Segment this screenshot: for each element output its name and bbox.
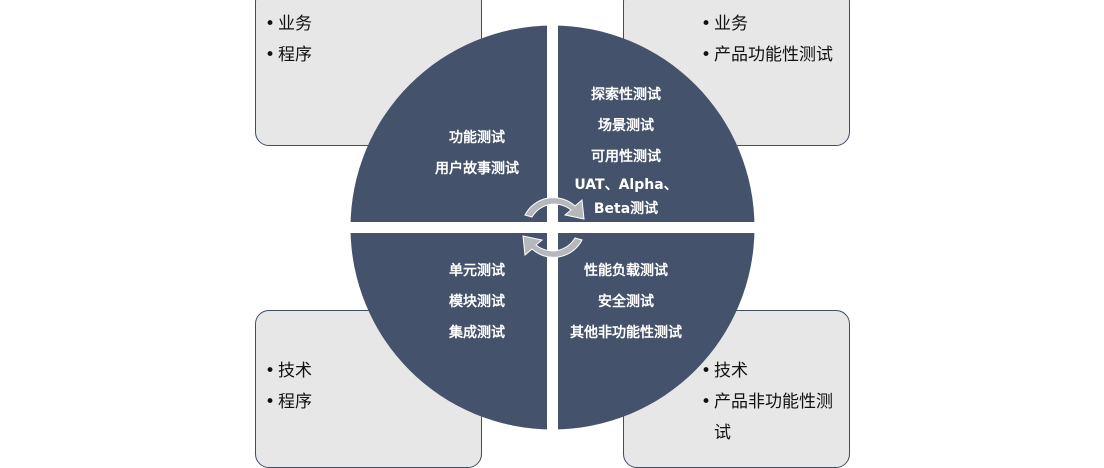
list-item: 业务 xyxy=(265,9,312,40)
bottom-left-label-list: 技术 程序 xyxy=(265,356,312,418)
wheel-item: 模块测试 xyxy=(449,294,505,310)
wheel-item: 集成测试 xyxy=(449,325,505,341)
quadrant-wheel xyxy=(350,25,755,430)
top-left-quadrant-text: 功能测试 用户故事测试 xyxy=(392,123,562,185)
wheel-item: 性能负载测试 xyxy=(584,263,668,279)
list-item: 技术 xyxy=(701,356,841,387)
list-item-continuation: 试 xyxy=(714,423,731,443)
list-item: 产品非功能性测 xyxy=(701,387,841,418)
bottom-right-label-list: 技术 产品非功能性测 试 xyxy=(701,356,841,449)
wheel-item: UAT、Alpha、 xyxy=(574,177,678,193)
list-item: 程序 xyxy=(265,387,312,418)
bottom-left-quadrant-text: 单元测试 模块测试 集成测试 xyxy=(392,256,562,349)
list-item: 技术 xyxy=(265,356,312,387)
wheel-item: 场景测试 xyxy=(598,118,654,134)
wheel-item: 安全测试 xyxy=(598,294,654,310)
wheel-item: 可用性测试 xyxy=(591,149,661,165)
wheel-item: 其他非功能性测试 xyxy=(570,325,682,341)
wheel-item: 单元测试 xyxy=(449,263,505,279)
bottom-right-quadrant-text: 性能负载测试 安全测试 其他非功能性测试 xyxy=(541,256,711,349)
top-left-label-list: 业务 程序 xyxy=(265,9,312,71)
wheel-item: Beta测试 xyxy=(593,201,659,217)
wheel-item: 功能测试 xyxy=(449,130,505,146)
wheel-item: 用户故事测试 xyxy=(435,161,519,177)
list-item: 产品功能性测试 xyxy=(701,40,841,71)
top-right-quadrant-text: 探索性测试 场景测试 可用性测试 UAT、Alpha、 Beta测试 xyxy=(541,80,711,221)
top-right-label-list: 业务 产品功能性测试 xyxy=(701,9,841,71)
lower-cycle-arrow-icon xyxy=(522,235,583,258)
wheel-item: 探索性测试 xyxy=(591,87,661,103)
list-item: 程序 xyxy=(265,40,312,71)
cycle-arrows-icon xyxy=(522,197,585,258)
list-item: 业务 xyxy=(701,9,841,40)
upper-cycle-arrow-icon xyxy=(524,197,585,220)
